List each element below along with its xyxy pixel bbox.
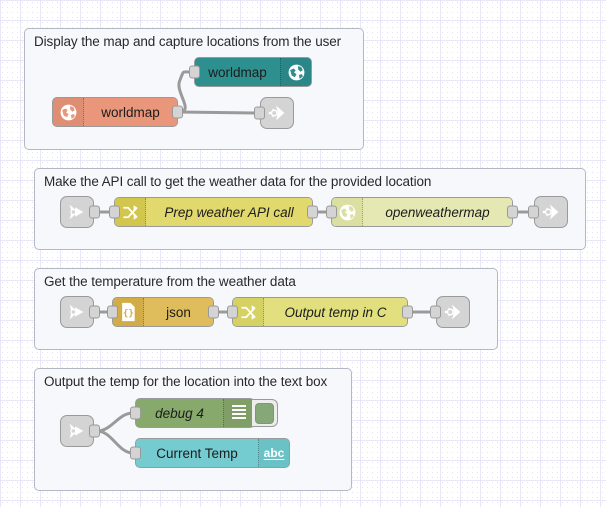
node-label: debug 4 <box>155 405 204 421</box>
globe-icon <box>53 98 84 126</box>
node-json[interactable]: {} json <box>107 297 219 327</box>
node-label: worldmap <box>101 104 160 120</box>
node-label: Output temp in C <box>284 304 387 320</box>
group-label: Get the temperature from the weather dat… <box>44 274 296 289</box>
abc-glyph: abc <box>263 446 285 460</box>
node-label: Current Temp <box>156 445 238 461</box>
debug-lines-icon <box>223 399 254 427</box>
input-port[interactable] <box>254 106 265 120</box>
node-output-temp[interactable]: Output temp in C <box>227 297 413 327</box>
link-in-icon <box>69 423 84 439</box>
node-label: Prep weather API call <box>164 204 294 220</box>
node-current-temp[interactable]: Current Temp abc <box>130 438 290 468</box>
change-icon <box>115 198 146 226</box>
output-port[interactable] <box>208 305 219 319</box>
input-port[interactable] <box>130 446 141 460</box>
output-port[interactable] <box>507 205 518 219</box>
node-prep-weather[interactable]: Prep weather API call <box>109 197 318 227</box>
debug-toggle-swatch <box>255 402 274 424</box>
group-label: Make the API call to get the weather dat… <box>44 174 432 189</box>
debug-toggle-button[interactable] <box>252 399 278 427</box>
link-in-icon <box>69 304 84 320</box>
output-port[interactable] <box>402 305 413 319</box>
output-port[interactable] <box>89 205 100 219</box>
output-port[interactable] <box>89 305 100 319</box>
json-braces-icon: {} <box>113 298 144 326</box>
change-icon <box>233 298 264 326</box>
node-worldmap-out[interactable]: worldmap <box>189 57 312 87</box>
node-link-out-1[interactable] <box>254 97 294 129</box>
group-label: Display the map and capture locations fr… <box>34 34 342 49</box>
node-link-in-4[interactable] <box>60 415 100 447</box>
input-port[interactable] <box>227 305 238 319</box>
node-debug-4[interactable]: debug 4 <box>130 398 278 428</box>
abc-text-icon: abc <box>258 439 289 467</box>
svg-text:{}: {} <box>123 308 134 319</box>
input-port[interactable] <box>326 205 337 219</box>
output-port[interactable] <box>172 105 183 119</box>
input-port[interactable] <box>107 305 118 319</box>
link-out-icon <box>444 304 461 320</box>
node-link-out-3[interactable] <box>430 296 470 328</box>
node-label: json <box>166 304 191 320</box>
link-out-icon <box>268 105 285 121</box>
group-label: Output the temp for the location into th… <box>44 374 328 389</box>
node-link-in-2[interactable] <box>60 196 100 228</box>
output-port[interactable] <box>89 424 100 438</box>
output-port[interactable] <box>307 205 318 219</box>
input-port[interactable] <box>109 205 120 219</box>
link-out-icon <box>542 204 559 220</box>
node-worldmap-in[interactable]: worldmap <box>52 97 183 127</box>
node-openweathermap[interactable]: openweathermap <box>326 197 518 227</box>
node-label: openweathermap <box>385 204 490 220</box>
input-port[interactable] <box>189 65 200 79</box>
globe-icon <box>332 198 363 226</box>
input-port[interactable] <box>430 305 441 319</box>
node-link-in-3[interactable] <box>60 296 100 328</box>
node-label: worldmap <box>208 64 267 80</box>
globe-icon <box>280 58 311 86</box>
group-display-map[interactable]: Display the map and capture locations fr… <box>24 28 364 150</box>
node-link-out-2[interactable] <box>528 196 568 228</box>
input-port[interactable] <box>130 406 141 420</box>
input-port[interactable] <box>528 205 539 219</box>
link-in-icon <box>69 204 84 220</box>
